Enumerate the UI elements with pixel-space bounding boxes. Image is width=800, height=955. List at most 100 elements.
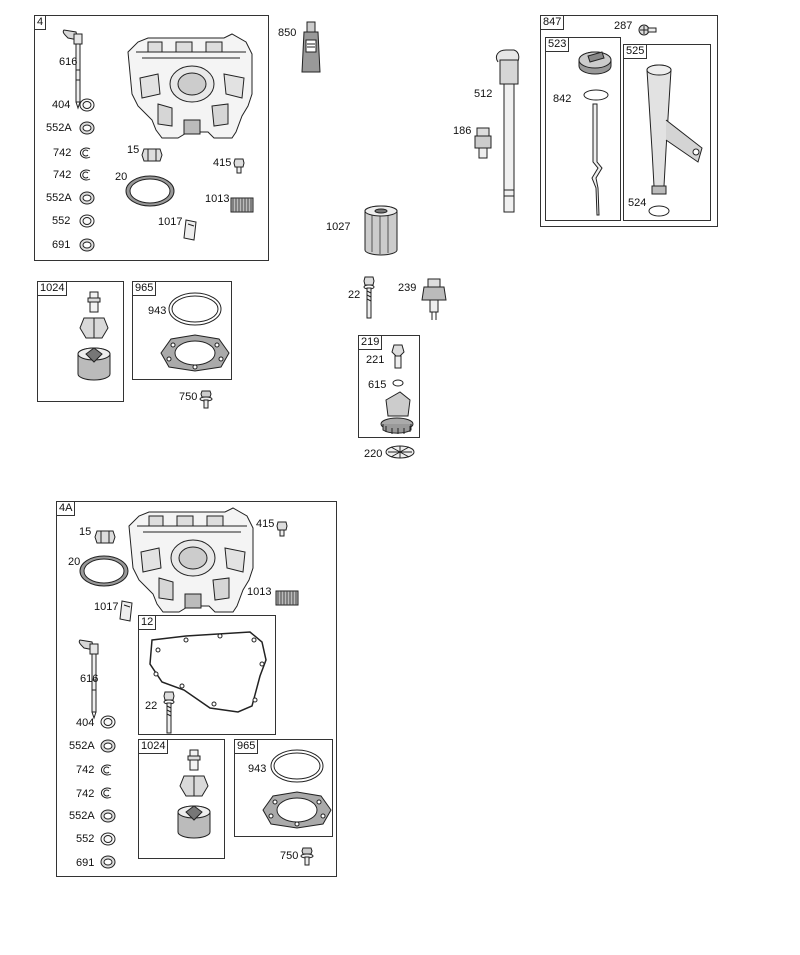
switch-239: [421, 278, 447, 320]
bracket-1017: [183, 219, 197, 241]
label-1017-b: 1017: [94, 601, 119, 613]
group-219-frame: [358, 335, 420, 438]
seal-20: [125, 175, 175, 207]
label-691-b: 691: [76, 857, 95, 869]
plug-15b: [94, 530, 116, 544]
gear-220: [385, 445, 415, 459]
gasket-12: [149, 631, 267, 713]
clip-742b: [79, 169, 91, 181]
plug-15: [141, 148, 163, 162]
dipstick-tube-512: [495, 49, 520, 213]
washer-404b: [100, 715, 116, 729]
label-750-b: 750: [280, 850, 299, 862]
group-1024b-label: 1024: [139, 740, 169, 754]
label-1017: 1017: [158, 216, 183, 228]
screen-1013b: [275, 590, 299, 606]
label-20: 20: [115, 171, 128, 183]
label-404-b: 404: [76, 717, 95, 729]
washer-552: [79, 214, 95, 228]
label-691: 691: [52, 239, 71, 251]
clip-742: [79, 147, 91, 159]
group-4-frame: [34, 15, 269, 261]
governor-kit-1024: [77, 291, 111, 381]
label-15-b: 15: [79, 526, 92, 538]
label-615: 615: [368, 379, 387, 391]
washer-552a-d: [100, 809, 116, 823]
label-22-b: 22: [145, 700, 158, 712]
screw-287: [638, 24, 657, 36]
group-1024-frame: [37, 281, 124, 402]
group-965b-label: 965: [235, 740, 259, 754]
label-616-b: 616: [80, 673, 99, 685]
group-847-label: 847: [541, 16, 565, 30]
label-742-d: 742: [76, 788, 95, 800]
screen-1013: [230, 197, 254, 213]
fitting-415: [233, 158, 245, 174]
washer-552b: [100, 832, 116, 846]
washer-404: [79, 98, 95, 112]
group-1024-label: 1024: [38, 282, 68, 296]
label-415: 415: [213, 157, 232, 169]
label-1013: 1013: [205, 193, 230, 205]
clip-742c: [100, 764, 112, 776]
fill-tube-525: [646, 64, 703, 195]
label-512: 512: [474, 88, 493, 100]
oring-524: [648, 205, 670, 217]
group-525-label: 525: [624, 45, 648, 59]
group-525-frame: [623, 44, 711, 221]
bolt-750: [199, 390, 213, 409]
label-552-b: 552: [76, 833, 95, 845]
clip-742d: [100, 787, 112, 799]
label-742-b: 742: [53, 169, 72, 181]
label-850: 850: [278, 27, 297, 39]
ring-615: [392, 379, 404, 387]
label-616: 616: [59, 56, 78, 68]
label-287: 287: [614, 20, 633, 32]
governor-kit-1024b: [177, 749, 211, 839]
label-842: 842: [553, 93, 572, 105]
governor-shaft-616: [62, 29, 83, 109]
label-15: 15: [127, 144, 140, 156]
label-943-b: 943: [248, 763, 267, 775]
label-186: 186: [453, 125, 472, 137]
label-415-b: 415: [256, 518, 275, 530]
seal-691b: [100, 855, 116, 869]
oil-filter-1027: [364, 205, 398, 256]
seal-691: [79, 238, 95, 252]
group-965b-frame: [234, 739, 333, 837]
oring-842: [583, 89, 609, 101]
group-523-frame: [545, 37, 621, 221]
group-4a-frame: [56, 501, 337, 877]
sump-cover: [127, 33, 253, 139]
dipstick-cap-523: [578, 51, 612, 75]
label-552a-c: 552A: [69, 740, 95, 752]
label-552a-b: 552A: [46, 192, 72, 204]
label-552a-d: 552A: [69, 810, 95, 822]
group-965-label: 965: [133, 282, 157, 296]
bracket-1017b: [119, 600, 133, 622]
washer-552a-b: [79, 191, 95, 205]
label-742-c: 742: [76, 764, 95, 776]
group-219-label: 219: [359, 336, 383, 350]
label-552a: 552A: [46, 122, 72, 134]
group-4-label: 4: [35, 16, 47, 30]
fitting-415b: [276, 521, 288, 537]
label-524: 524: [628, 197, 647, 209]
seal-20b: [79, 555, 129, 587]
sealant-850: [301, 21, 321, 73]
label-221: 221: [366, 354, 385, 366]
label-20-b: 20: [68, 556, 81, 568]
bolt-22b: [163, 691, 175, 734]
label-750: 750: [179, 391, 198, 403]
governor-gear-219: [380, 391, 414, 434]
label-1013-b: 1013: [247, 586, 272, 598]
sump-cover-b: [128, 507, 254, 613]
washer-552a: [79, 121, 95, 135]
label-943: 943: [148, 305, 167, 317]
fitting-186: [474, 127, 492, 159]
group-12-label: 12: [139, 616, 157, 630]
group-4a-label: 4A: [57, 502, 76, 516]
group-965-frame: [132, 281, 232, 380]
label-1027: 1027: [326, 221, 351, 233]
